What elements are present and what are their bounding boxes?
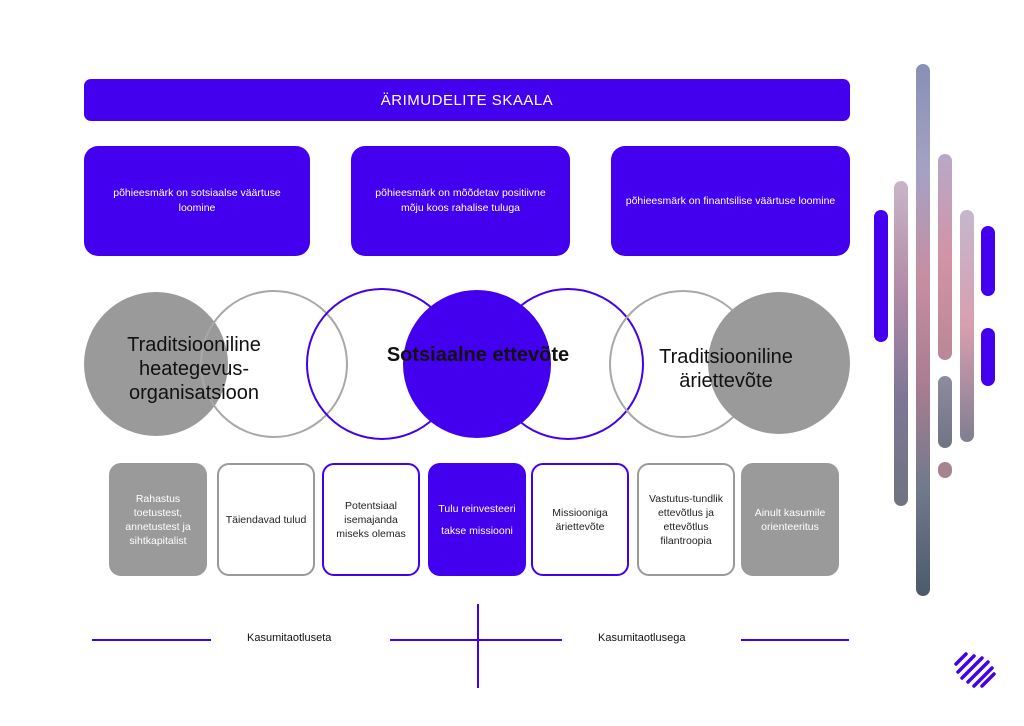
diagram-title-banner: ÄRIMUDELITE SKAALA	[84, 79, 850, 121]
deco-bar	[960, 210, 974, 442]
label-social-enterprise: Sotsiaalne ettevõte	[386, 344, 570, 366]
diagram-title: ÄRIMUDELITE SKAALA	[380, 91, 554, 109]
deco-bar	[981, 328, 995, 386]
model-card: Vastutus-tundlik ettevõtlus ja ettevõtlu…	[637, 463, 735, 576]
model-card-text: Missiooniga äriettevõte	[552, 506, 608, 533]
deco-bar	[981, 226, 995, 296]
deco-bar	[938, 154, 952, 360]
model-card: Potentsiaal isemajanda miseks olemas	[322, 463, 420, 576]
model-card-text: Ainult kasumile orienteeritus	[754, 506, 826, 533]
goal-box-social: põhieesmärk on sotsiaalse väärtuse loomi…	[84, 146, 310, 256]
deco-bar	[938, 462, 952, 478]
model-card: Täiendavad tulud	[217, 463, 315, 576]
axis-center-tick	[477, 604, 479, 688]
model-card-text: Rahastus toetustest, annetustest ja siht…	[125, 492, 191, 547]
model-card-text: Täiendavad tulud	[225, 513, 307, 526]
model-card-text: Tulu reinvesteeri	[438, 502, 516, 515]
model-card: Ainult kasumile orienteeritus	[741, 463, 839, 576]
deco-bar	[916, 64, 930, 596]
deco-bar	[874, 210, 888, 342]
model-card: Rahastus toetustest, annetustest ja siht…	[109, 463, 207, 576]
model-card-text: Vastutus-tundlik ettevõtlus ja ettevõtlu…	[649, 492, 723, 547]
goal-box-financial: põhieesmärk on finantsilise väärtuse loo…	[611, 146, 850, 256]
axis-line-center	[390, 639, 562, 641]
axis-line-left	[92, 639, 211, 641]
axis-label-nonprofit: Kasumitaotluseta	[247, 632, 332, 644]
deco-bar	[938, 376, 952, 448]
model-card-text: takse missiooni	[441, 524, 513, 537]
axis-label-forprofit: Kasumitaotlusega	[598, 632, 686, 644]
goal-text-impact: põhieesmärk on mõõdetav positiivne mõju …	[375, 187, 546, 214]
label-traditional-business: Traditsiooniline äriettevõte	[659, 346, 793, 392]
model-card-text: Potentsiaal isemajanda miseks olemas	[336, 499, 406, 540]
goal-text-social: põhieesmärk on sotsiaalse väärtuse loomi…	[113, 187, 281, 214]
label-traditional-charity: Traditsiooniline heategevus-organisatsio…	[127, 334, 261, 404]
goal-text-financial: põhieesmärk on finantsilise väärtuse loo…	[625, 194, 836, 207]
axis-line-right	[741, 639, 849, 641]
deco-bar	[894, 181, 908, 506]
decorative-sunset-bars	[872, 60, 1002, 605]
model-card: Missiooniga äriettevõte	[531, 463, 629, 576]
striped-diamond-logo-icon	[954, 652, 996, 688]
goal-box-impact: põhieesmärk on mõõdetav positiivne mõju …	[351, 146, 570, 256]
circle-business-filled	[708, 292, 850, 434]
model-card: Tulu reinvesteeri takse missiooni	[428, 463, 526, 576]
